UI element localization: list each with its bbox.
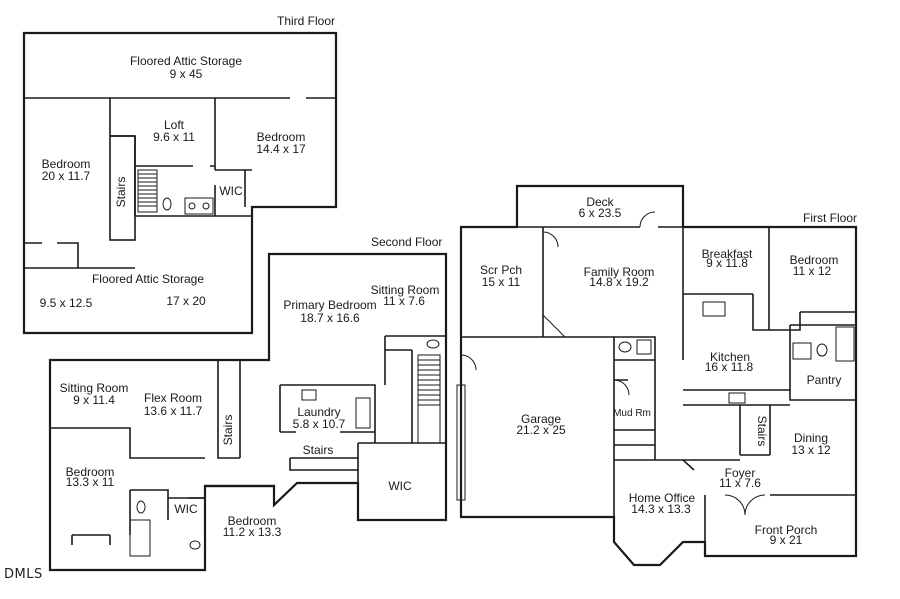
room-dims: 9 x 11.4: [73, 393, 115, 407]
room-name: Front Porch: [755, 523, 818, 537]
room-dims: 11 x 7.6: [719, 476, 761, 490]
room-name: Flex Room: [144, 391, 202, 405]
room-dims: 14.4 x 17: [256, 142, 306, 156]
stairs-label: Stairs: [303, 443, 334, 457]
room-dims: 11 x 12: [793, 264, 832, 278]
room-name: Laundry: [297, 405, 340, 419]
room-name: Garage: [521, 412, 561, 426]
room-dims: 18.7 x 16.6: [300, 311, 360, 325]
room-dims: 9 x 21: [770, 533, 803, 547]
room-name: Family Room: [584, 265, 655, 279]
room-name: Bedroom: [66, 465, 115, 479]
second-floor-plan: Second Floor: [48, 235, 448, 572]
first-floor-plan: First Floor: [456, 184, 858, 567]
room-dims: 9 x 11.8: [706, 256, 748, 270]
room-labels: Floored Attic Storage 9 x 45 Loft 9.6 x …: [40, 54, 842, 547]
room-dims: 21.2 x 25: [516, 423, 566, 437]
first-floor-label: First Floor: [803, 211, 857, 225]
room-name: Scr Pch: [480, 263, 522, 277]
room-name: Mud Rm: [613, 408, 651, 419]
room-dims: 11.2 x 13.3: [223, 525, 282, 539]
wic-label: WIC: [388, 479, 412, 493]
room-dims: 6 x 23.5: [579, 206, 622, 220]
room-name: Bedroom: [228, 514, 277, 528]
wic-label: WIC: [219, 184, 243, 198]
room-name: Loft: [164, 118, 185, 132]
room-dims: 17 x 20: [166, 294, 206, 308]
dmls-logo: DMLS: [4, 567, 43, 582]
room-name: Kitchen: [710, 350, 750, 364]
room-name: Floored Attic Storage: [92, 272, 204, 286]
room-dims: 9 x 45: [170, 67, 203, 81]
third-floor-plan: Third Floor: [22, 14, 338, 335]
room-dims: 13.6 x 11.7: [144, 404, 203, 418]
room-name: Sitting Room: [371, 283, 440, 297]
third-floor-label: Third Floor: [277, 14, 335, 28]
second-floor-label: Second Floor: [371, 235, 442, 249]
room-name: Deck: [586, 195, 614, 209]
room-dims: 5.8 x 10.7: [293, 417, 346, 431]
room-name: Sitting Room: [60, 381, 129, 395]
room-dims: 13 x 12: [791, 443, 831, 457]
room-dims: 14.3 x 13.3: [631, 502, 691, 516]
room-name: Foyer: [725, 466, 756, 480]
room-name: Breakfast: [702, 247, 753, 261]
room-name: Primary Bedroom: [283, 298, 376, 312]
room-dims: 11 x 7.6: [383, 294, 425, 308]
room-name: Pantry: [807, 373, 842, 387]
room-name: Dining: [794, 431, 828, 445]
stairs-label: Stairs: [221, 415, 235, 446]
room-dims: 9.6 x 11: [153, 130, 195, 144]
room-name: Bedroom: [257, 130, 306, 144]
wic-label: WIC: [174, 502, 198, 516]
room-dims: 13.3 x 11: [66, 475, 115, 489]
room-dims: 15 x 11: [482, 275, 521, 289]
room-name: Bedroom: [790, 253, 839, 267]
room-name: Bedroom: [42, 157, 91, 171]
room-name: Home Office: [629, 491, 696, 505]
room-dims: 9.5 x 12.5: [40, 296, 93, 310]
room-dims: 16 x 11.8: [705, 360, 754, 374]
stairs-label: Stairs: [114, 177, 128, 208]
room-dims: 20 x 11.7: [42, 169, 91, 183]
room-dims: 14.8 x 19.2: [589, 275, 649, 289]
stairs-label: Stairs: [755, 416, 769, 447]
room-name: Floored Attic Storage: [130, 54, 242, 68]
